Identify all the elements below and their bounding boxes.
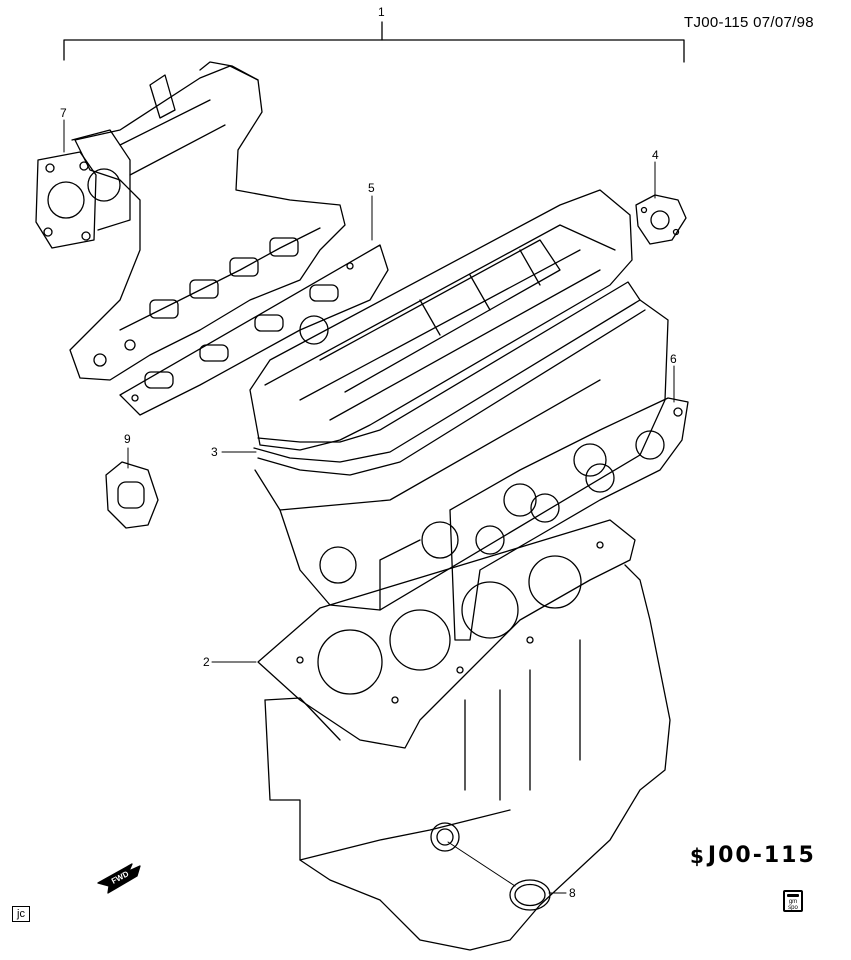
- leader-lines: [63, 119, 675, 894]
- callout-5: 5: [368, 181, 375, 195]
- intake-manifold: [69, 61, 346, 381]
- fwd-arrow-icon: [97, 863, 141, 894]
- thermostat-gasket: [635, 194, 687, 245]
- callout-9: 9: [124, 432, 131, 446]
- cylinder-block: [264, 564, 671, 951]
- callout-7: 7: [60, 106, 67, 120]
- diagram-code-text: J00-115: [707, 843, 816, 868]
- callout-3: 3: [211, 445, 218, 459]
- callout-4: 4: [652, 148, 659, 162]
- cylinder-head-gasket: [257, 519, 636, 749]
- gm-spo-logo-icon: gm spo: [783, 890, 803, 912]
- exhaust-manifold-gasket: [449, 397, 689, 641]
- figure-reference: TJ00-115 07/07/98: [684, 14, 814, 31]
- diagram-code: $ J00-115: [690, 843, 816, 868]
- callout-8: 8: [569, 886, 576, 900]
- throttle-body-gasket: [35, 129, 131, 249]
- cylinder-head-cover: [249, 189, 646, 476]
- o-ring: [509, 879, 551, 911]
- intake-manifold-gasket: [119, 244, 389, 416]
- dollar-glyph-icon: $: [690, 843, 706, 868]
- set-bracket: [63, 21, 685, 63]
- water-outlet-gasket: [105, 461, 159, 529]
- callout-6: 6: [670, 352, 677, 366]
- cylinder-head: [254, 299, 669, 611]
- callout-2: 2: [203, 655, 210, 669]
- callout-1: 1: [378, 5, 385, 19]
- jc-label: jc: [12, 906, 30, 922]
